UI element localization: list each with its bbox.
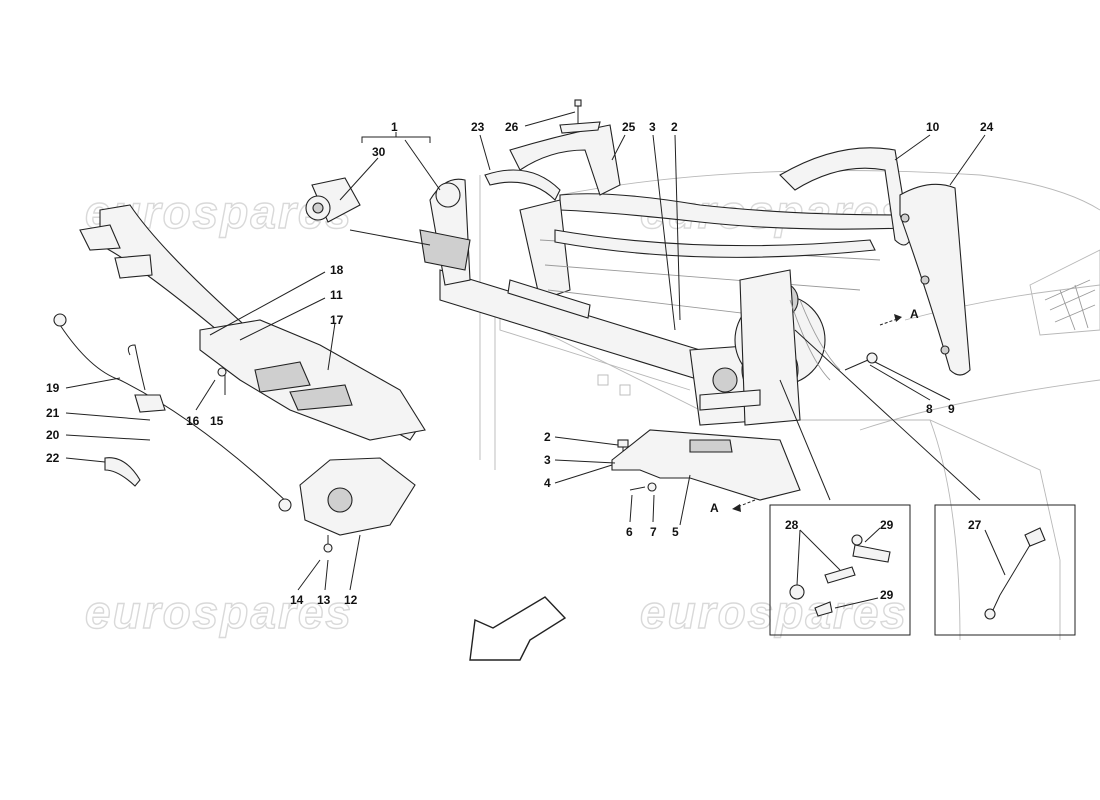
part-8-9-bolt [844, 352, 878, 371]
detail-box-28-29 [769, 504, 911, 636]
part-23-seal [484, 169, 561, 201]
label-20: 20 [46, 428, 60, 442]
label-10: 10 [926, 120, 940, 134]
part-17-panel [254, 361, 353, 411]
label-9: 9 [948, 402, 955, 416]
label-29-lower: 29 [880, 588, 894, 602]
label-25: 25 [622, 120, 636, 134]
label-22: 22 [46, 451, 60, 465]
label-19: 19 [46, 381, 60, 395]
part-22-clip [104, 457, 141, 487]
label-11: 11 [330, 288, 343, 302]
lower-bracket-assembly [611, 429, 801, 501]
part-10-seal-frame [779, 147, 911, 246]
car-body-outline [479, 170, 1100, 641]
label-3-mid: 3 [544, 453, 551, 467]
label-7: 7 [650, 525, 657, 539]
label-13: 13 [317, 593, 331, 607]
label-28: 28 [785, 518, 799, 532]
label-8: 8 [926, 402, 933, 416]
label-29-upper: 29 [880, 518, 894, 532]
label-26: 26 [505, 120, 519, 134]
part-24-side-trim [899, 183, 971, 376]
view-marker-a-upper: A [879, 307, 919, 326]
label-30: 30 [372, 145, 386, 159]
part-13-14-fasteners [323, 535, 333, 553]
label-17: 17 [330, 313, 344, 327]
main-mechanism [419, 178, 841, 426]
leader-lines [65, 111, 1006, 609]
part-11-reinforcement [199, 319, 426, 441]
watermark-bottom-right: eurospares [640, 586, 908, 638]
label-5: 5 [672, 525, 679, 539]
label-3-top: 3 [649, 120, 656, 134]
label-21: 21 [46, 406, 60, 420]
roof-frame [519, 193, 906, 321]
detail-27-gas-strut [984, 527, 1046, 620]
label-4: 4 [544, 476, 551, 490]
part-19-cable [53, 313, 292, 512]
part-18-tab [114, 254, 153, 279]
part-25-cover [509, 124, 621, 196]
label-2-mid: 2 [544, 430, 551, 444]
part-26-screw [559, 99, 601, 134]
label-24: 24 [980, 120, 994, 134]
label-6: 6 [626, 525, 633, 539]
label-12: 12 [344, 593, 358, 607]
label-15: 15 [210, 414, 224, 428]
part-labels: 1 30 23 26 25 3 2 10 24 18 11 17 19 21 2… [46, 120, 994, 607]
label-16: 16 [186, 414, 200, 428]
direction-arrow [469, 596, 567, 661]
part-30-motor [305, 177, 361, 223]
part-15-16-fasteners [217, 367, 227, 395]
label-18: 18 [330, 263, 344, 277]
label-27: 27 [968, 518, 982, 532]
watermark-bottom-left: eurospares [85, 586, 353, 638]
label-1: 1 [391, 120, 398, 134]
view-marker-a-lower: A [710, 499, 756, 515]
part-12-latch-base [299, 457, 416, 536]
detail-28-29-parts [789, 534, 891, 617]
svg-text:A: A [910, 307, 919, 321]
label-14: 14 [290, 593, 304, 607]
detail-box-27 [934, 504, 1076, 636]
label-2-top: 2 [671, 120, 678, 134]
label-23: 23 [471, 120, 485, 134]
svg-text:A: A [710, 501, 719, 515]
part-18-end [79, 224, 121, 251]
